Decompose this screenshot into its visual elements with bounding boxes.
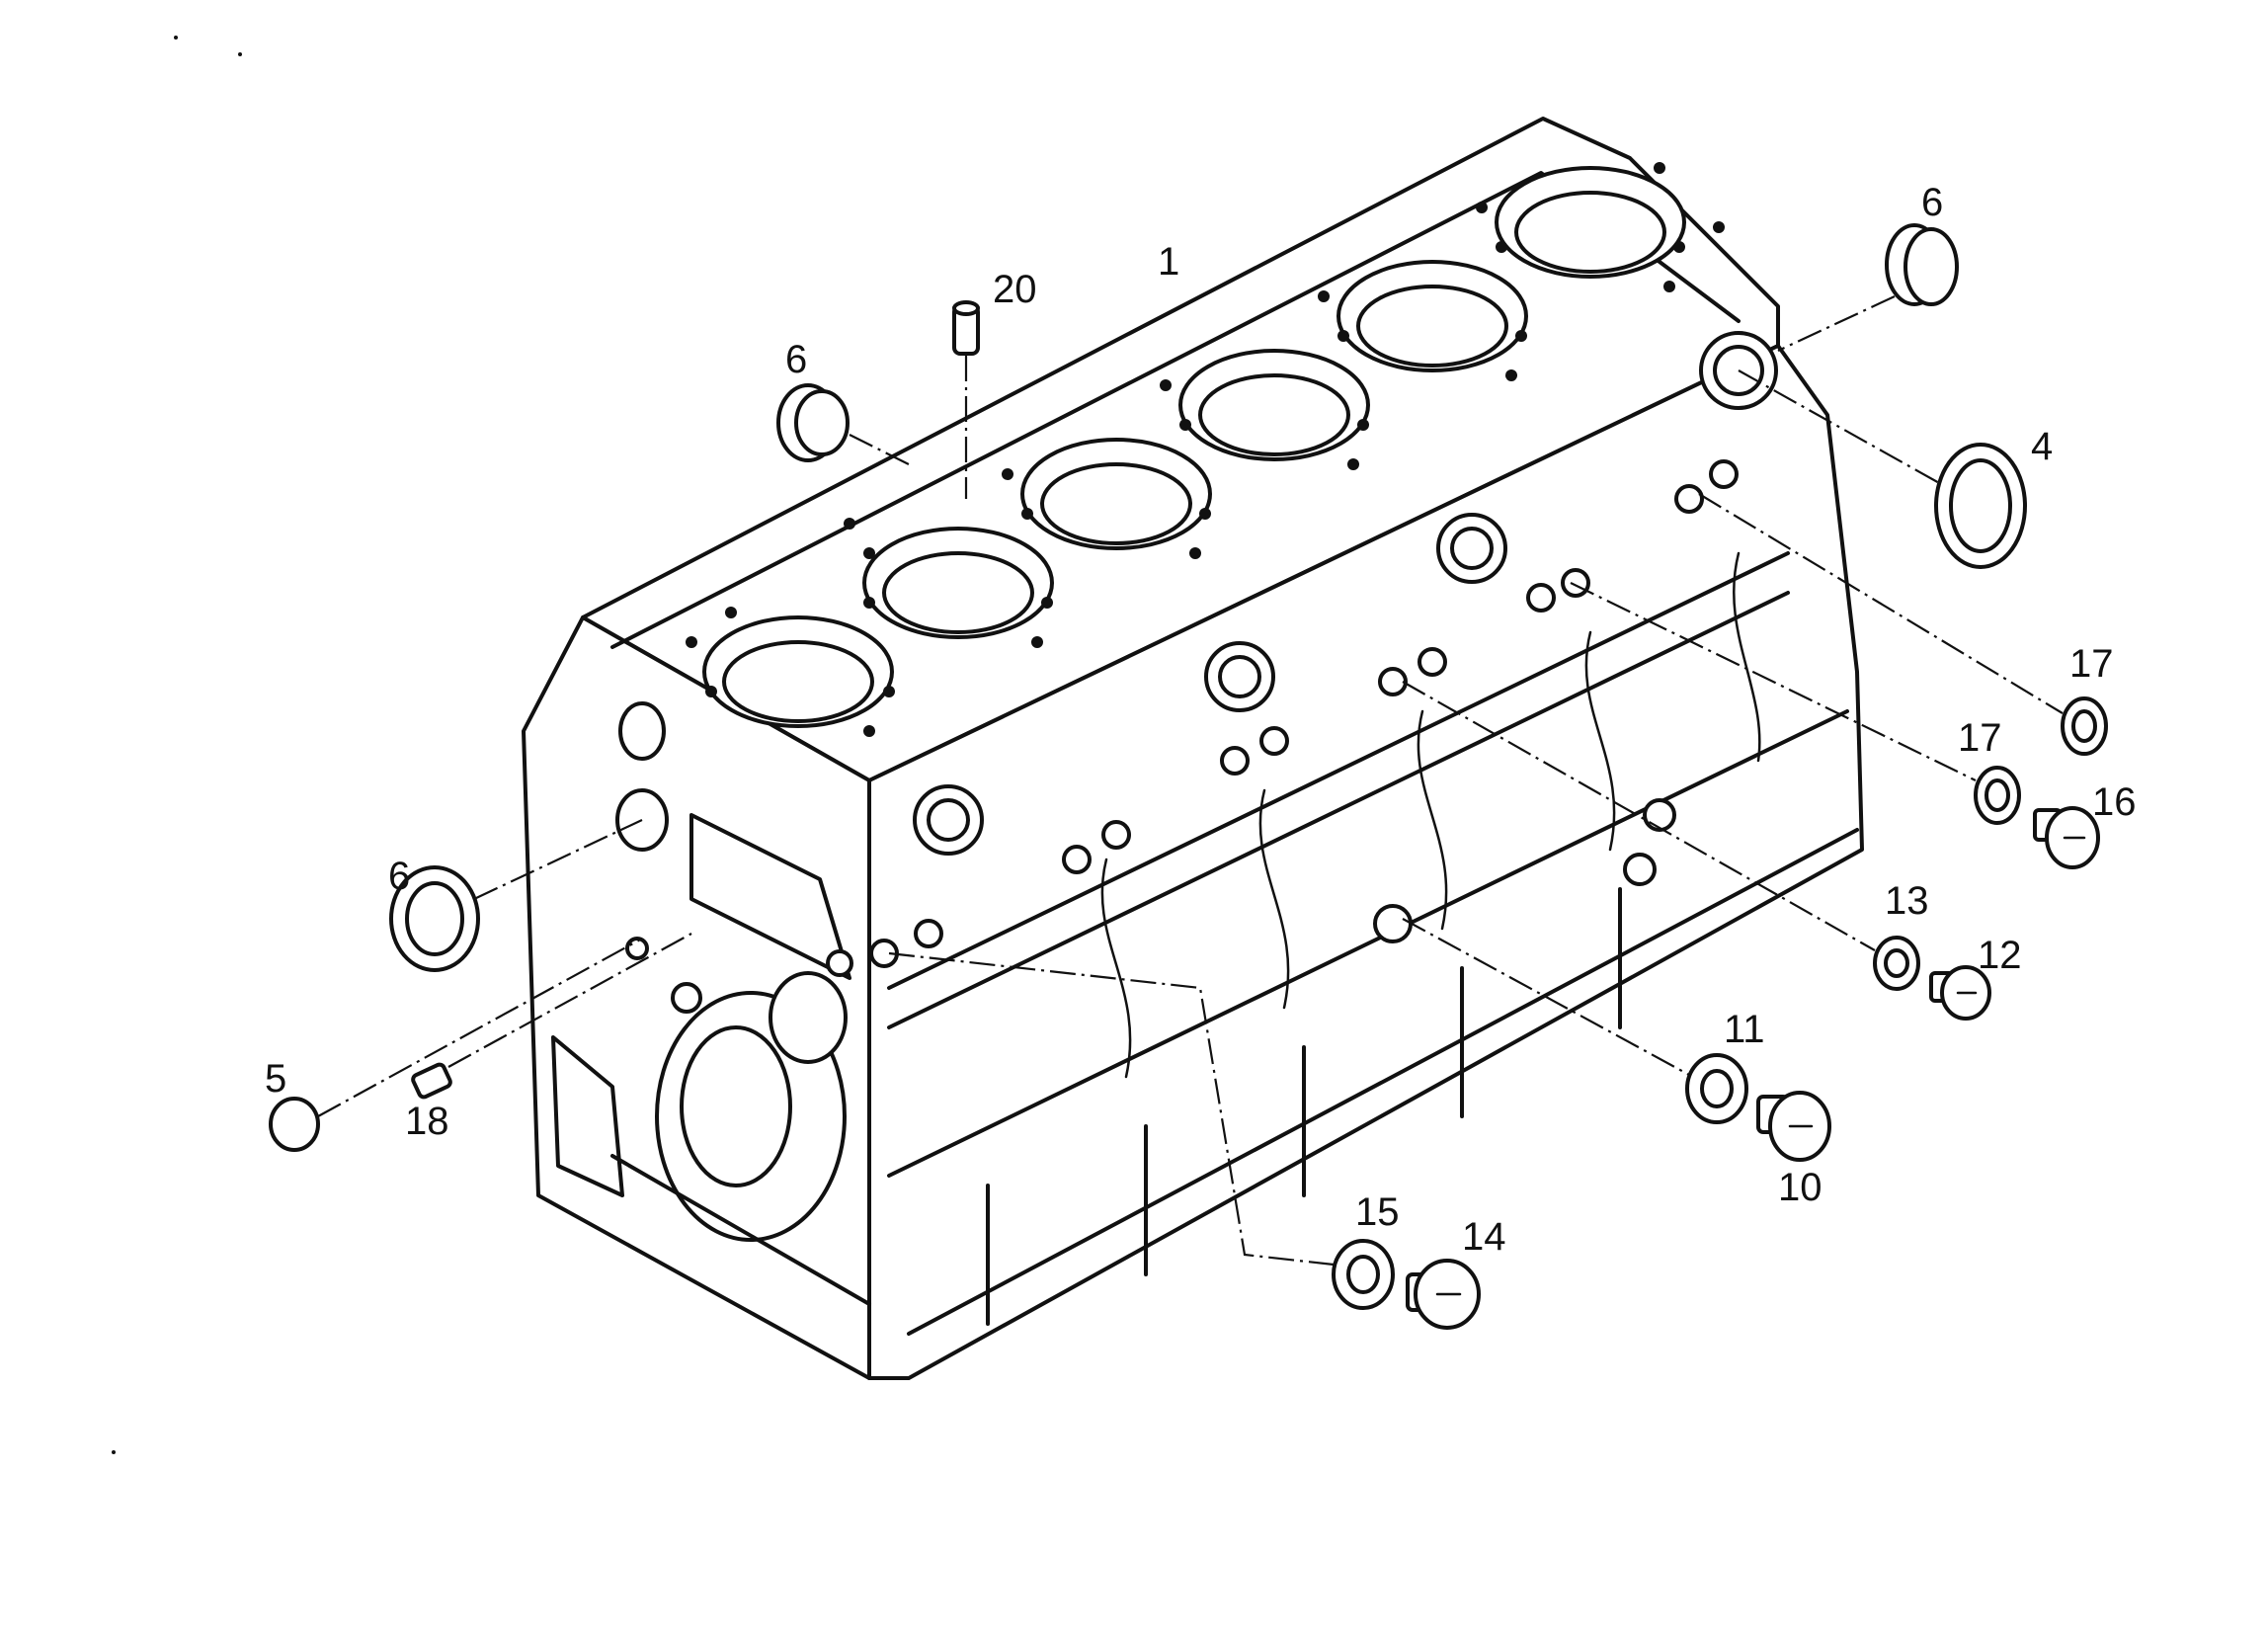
callout-12: 12 bbox=[1978, 934, 2022, 977]
callout-1: 1 bbox=[1158, 240, 1179, 284]
callout-6-top-right: 6 bbox=[1921, 181, 1943, 224]
engine-block bbox=[522, 117, 1864, 1380]
callout-13: 13 bbox=[1885, 879, 1929, 923]
part-cap-6-top-left bbox=[776, 383, 910, 465]
part-plug-16 bbox=[2033, 806, 2100, 869]
part-screw-18 bbox=[411, 933, 692, 1100]
part-washer-15 bbox=[888, 951, 1395, 1310]
callout-20: 20 bbox=[993, 268, 1037, 311]
callout-4: 4 bbox=[2031, 425, 2053, 468]
callout-17-upper: 17 bbox=[2069, 642, 2114, 686]
callout-15: 15 bbox=[1355, 1190, 1400, 1234]
part-dowel-20 bbox=[952, 300, 980, 499]
part-plug-14 bbox=[1406, 1259, 1481, 1330]
callout-16: 16 bbox=[2092, 780, 2137, 824]
callout-17-lower: 17 bbox=[1958, 716, 2002, 760]
part-washer-13 bbox=[1402, 681, 1920, 991]
part-plug-12 bbox=[1929, 965, 1991, 1021]
callout-10: 10 bbox=[1778, 1166, 1822, 1209]
part-washer-11 bbox=[1402, 918, 1748, 1124]
part-cap-6-top-right bbox=[1777, 223, 1959, 352]
part-cap-6-left bbox=[389, 819, 643, 972]
head-bolt-holes bbox=[686, 162, 1725, 737]
part-washer-17-lower bbox=[1570, 582, 2021, 825]
part-plug-10 bbox=[1756, 1091, 1831, 1162]
part-seal-4 bbox=[1738, 369, 2027, 569]
side-bosses bbox=[869, 331, 1778, 968]
part-washer-17-upper bbox=[1698, 493, 2108, 756]
callout-6-top-left: 6 bbox=[785, 338, 807, 381]
callout-5: 5 bbox=[265, 1057, 286, 1101]
callout-labels: 1 20 6 6 6 4 17 17 16 13 12 11 10 15 14 … bbox=[265, 181, 2137, 1259]
cylinder-bores bbox=[702, 166, 1686, 728]
part-plug-5 bbox=[269, 938, 643, 1152]
callout-14: 14 bbox=[1462, 1215, 1506, 1259]
callout-6-left: 6 bbox=[388, 855, 410, 898]
callout-18: 18 bbox=[405, 1100, 449, 1143]
callout-11: 11 bbox=[1724, 1008, 1765, 1051]
